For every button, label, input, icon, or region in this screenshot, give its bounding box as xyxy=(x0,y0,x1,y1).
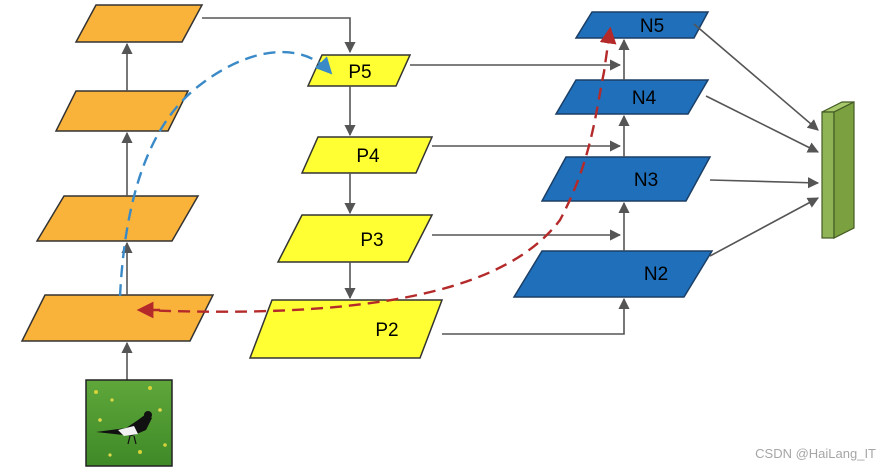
n5-node: N5 xyxy=(574,11,710,39)
backbone-stage-2 xyxy=(35,195,200,242)
p3-label: P3 xyxy=(360,230,383,251)
output-feature-block xyxy=(821,101,855,239)
n3-node: N3 xyxy=(540,156,712,202)
n3-label: N3 xyxy=(634,170,658,191)
arrow-p2-to-n2 xyxy=(442,297,630,335)
arrow-n2-to-output xyxy=(709,197,819,257)
p5-node: P5 xyxy=(306,54,412,87)
arrow-n4-to-output xyxy=(705,95,820,153)
n4-label: N4 xyxy=(632,88,657,109)
p4-node: P4 xyxy=(300,136,434,174)
p5-label: P5 xyxy=(348,62,371,83)
p2-label: P2 xyxy=(375,320,398,341)
watermark: CSDN @HaiLang_IT xyxy=(755,446,876,461)
arrow-stage4-to-p5 xyxy=(202,17,356,54)
blue-dashed-path xyxy=(118,50,333,297)
arrow-n5-to-output xyxy=(693,23,819,131)
n4-node: N4 xyxy=(554,79,710,115)
magpie-on-grass-image xyxy=(85,379,173,467)
n2-label: N2 xyxy=(644,264,668,285)
backbone-stage-3 xyxy=(54,90,190,132)
p2-node: P2 xyxy=(248,299,444,359)
p3-node: P3 xyxy=(276,214,434,263)
arrow-n3-to-output xyxy=(709,177,820,189)
n2-node: N2 xyxy=(512,250,714,298)
p4-label: P4 xyxy=(356,146,380,167)
backbone-stage-1 xyxy=(20,294,215,342)
n5-label: N5 xyxy=(640,16,664,37)
red-dashed-path xyxy=(139,26,617,313)
backbone-stage-4 xyxy=(74,4,204,43)
